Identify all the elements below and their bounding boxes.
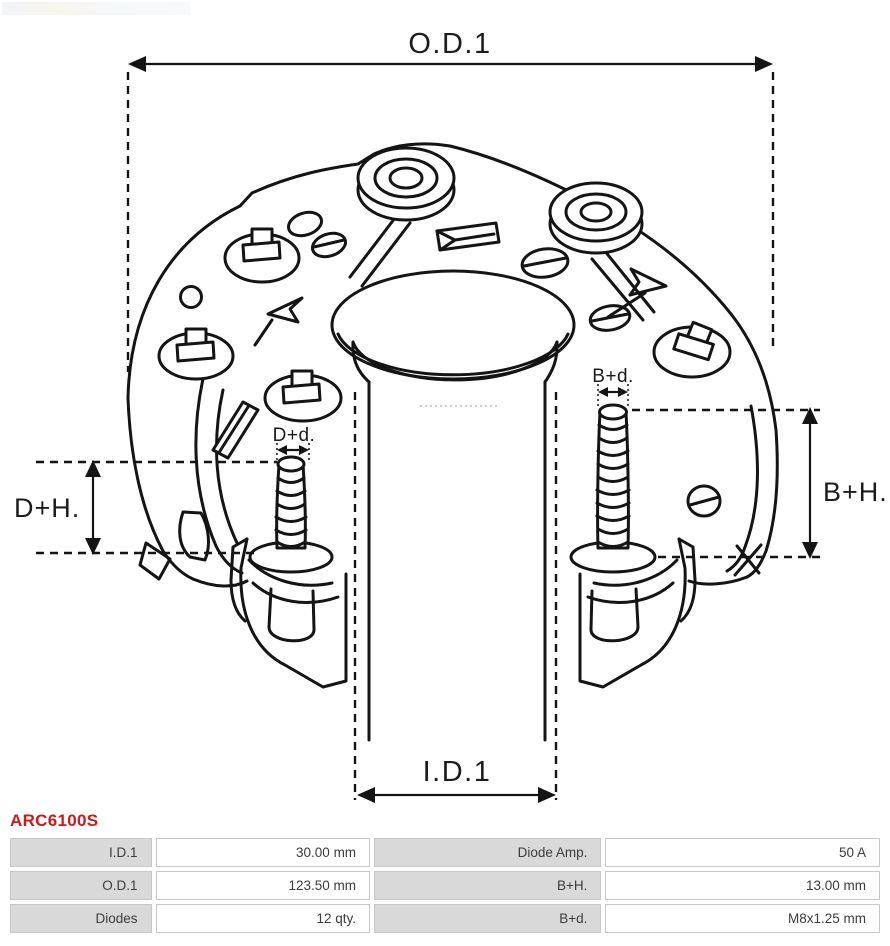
spec-value-cell: 13.00 mm xyxy=(605,871,880,900)
rectifier-plate xyxy=(126,142,779,588)
table-row: O.D.1 123.50 mm B+H. 13.00 mm xyxy=(10,871,880,900)
grommet-right xyxy=(548,181,644,255)
spec-label-cell: I.D.1 xyxy=(10,838,152,867)
table-row: I.D.1 30.00 mm Diode Amp. 50 A xyxy=(10,838,880,867)
bd-dimension: B+d. xyxy=(592,366,634,407)
bh-label: B+H. xyxy=(823,477,888,507)
spec-value-cell: M8x1.25 mm xyxy=(605,904,880,933)
faint-brand-logo xyxy=(2,2,190,15)
grommet-left xyxy=(356,146,456,222)
id1-label: I.D.1 xyxy=(423,756,492,788)
plate-slot-bar xyxy=(435,221,501,252)
dh-dimension: D+H. xyxy=(14,460,277,555)
rectifier-technical-drawing: O.D.1 I.D.1 D+H. B+H. D+d. xyxy=(14,28,888,803)
diode-pads xyxy=(157,227,732,423)
direction-arrow-marks xyxy=(253,267,668,347)
mounting-lug-right xyxy=(578,537,697,689)
spec-value-cell: 123.50 mm xyxy=(155,871,371,900)
dh-label: D+H. xyxy=(14,493,80,523)
spec-value-cell: 30.00 mm xyxy=(155,838,371,867)
spec-table: I.D.1 30.00 mm Diode Amp. 50 A O.D.1 123… xyxy=(6,834,884,937)
dd-dimension: D+d. xyxy=(273,425,316,462)
id1-dimension: I.D.1 xyxy=(353,392,558,803)
slanted-slot xyxy=(211,400,260,460)
dd-label: D+d. xyxy=(273,425,316,446)
spec-label-cell: B+d. xyxy=(374,904,602,933)
bh-dimension: B+H. xyxy=(632,407,888,559)
spec-label-cell: Diode Amp. xyxy=(374,838,602,867)
od1-label: O.D.1 xyxy=(408,28,491,60)
spec-label-cell: Diodes xyxy=(10,904,152,933)
od1-dimension: O.D.1 xyxy=(126,28,775,372)
vent-holes xyxy=(179,210,722,518)
table-row: Diodes 12 qty. B+d. M8x1.25 mm xyxy=(10,904,880,933)
center-bore xyxy=(330,269,576,742)
spec-label-cell: O.D.1 xyxy=(10,871,152,900)
part-code: ARC6100S xyxy=(10,811,99,830)
terminal-stud-right xyxy=(569,403,657,574)
terminal-stud-left xyxy=(248,455,334,574)
bd-label: B+d. xyxy=(592,366,634,387)
spec-value-cell: 12 qty. xyxy=(155,904,371,933)
spec-label-cell: B+H. xyxy=(374,871,602,900)
spec-value-cell: 50 A xyxy=(605,838,880,867)
